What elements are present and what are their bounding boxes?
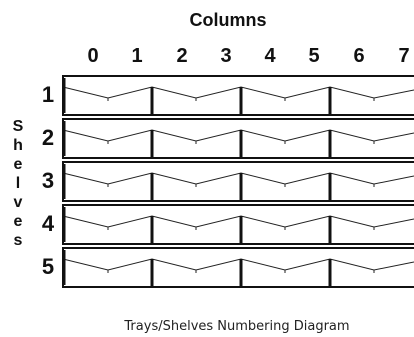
shelf-number-label: 4 [42,211,55,236]
shelf-row [62,204,414,245]
shelf-row [62,75,414,116]
tray-outline [62,172,414,185]
shelf-frame [62,75,414,116]
column-number-label: 5 [308,45,319,67]
column-number-label: 3 [220,45,231,67]
tray-outline [62,86,414,99]
column-number-label: 4 [264,45,276,67]
shelves-letter: s [14,232,23,249]
shelf-frame [62,118,414,159]
shelves-letter: e [14,213,23,230]
shelves-letter: e [14,156,23,173]
shelf-number-label: 1 [42,82,54,107]
column-number-label: 6 [353,45,364,67]
shelves-letter: v [14,194,23,211]
column-number-label: 0 [87,45,98,67]
shelves-letter: l [16,175,20,192]
shelf-frame [62,247,414,288]
columns-title: Columns [189,10,266,30]
diagram-caption: Trays/Shelves Numbering Diagram [123,319,349,334]
shelf-number-label: 5 [42,254,54,279]
shelf-row [62,161,414,202]
column-number-label: 7 [398,45,409,67]
shelf-number-label: 3 [42,168,54,193]
column-number-label: 1 [131,45,142,67]
shelf-frame [62,204,414,245]
tray-outline [62,215,414,228]
shelves-vertical-label: Shelves [13,118,24,249]
tray-outline [62,129,414,142]
shelf-frame [62,161,414,202]
shelf-rows [62,75,414,288]
tray-outline [62,258,414,271]
shelf-number-labels: 1 2 3 4 5 [42,82,55,279]
shelf-row [62,118,414,159]
shelves-letter: h [13,137,23,154]
column-number-label: 2 [176,45,187,67]
column-number-labels: 0 1 2 3 4 5 6 7 [87,45,409,67]
shelves-letter: S [13,118,24,135]
shelf-row [62,247,414,288]
shelf-number-label: 2 [42,125,54,150]
